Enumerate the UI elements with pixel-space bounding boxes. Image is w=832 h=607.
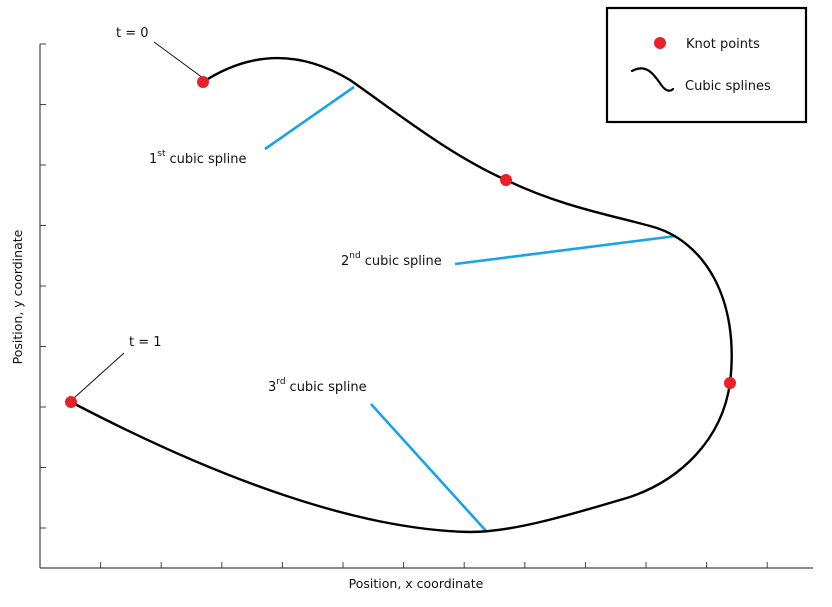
pointer-line-3 (370, 403, 488, 533)
axes (39, 43, 813, 569)
legend: Knot points Cubic splines (605, 6, 808, 124)
spline-label-2-sup: nd (349, 251, 360, 261)
knot-points (65, 76, 736, 408)
legend-curve-label: Cubic splines (685, 79, 771, 94)
cubic-spline-1 (201, 56, 508, 182)
t-start-label: t = 0 (116, 26, 149, 41)
y-ticks (40, 43, 46, 529)
y-axis-title: Position, y coordinate (10, 229, 25, 364)
spline-label-2-text: cubic spline (365, 254, 442, 269)
legend-knot-marker (654, 37, 666, 49)
spline-label-3-num: 3 (268, 380, 276, 395)
spline-label-2: 2nd cubic spline (341, 251, 442, 269)
legend-box (605, 6, 808, 124)
knot-point-3 (724, 377, 736, 389)
cubic-spline-3 (69, 381, 732, 534)
cubic-splines (69, 56, 733, 534)
t-end-label: t = 1 (129, 335, 162, 350)
spline-label-3-sup: rd (276, 377, 285, 387)
x-ticks (39, 562, 768, 568)
knot-point-end (65, 396, 77, 408)
spline-label-2-num: 2 (341, 254, 349, 269)
legend-knot-label: Knot points (686, 37, 760, 52)
spline-label-1-sup: st (157, 149, 166, 159)
pointer-line-2 (454, 234, 677, 266)
pointer-line-1 (264, 85, 355, 151)
knot-point-2 (500, 174, 512, 186)
spline-label-3: 3rd cubic spline (268, 377, 367, 395)
knot-point-start (197, 76, 209, 88)
spline-pointers (264, 85, 677, 533)
x-axis-title: Position, x coordinate (349, 576, 484, 591)
t-start-leader (153, 41, 204, 79)
legend-curve-marker (630, 67, 675, 92)
spline-label-1-num: 1 (149, 152, 157, 167)
spline-label-1: 1st cubic spline (149, 149, 247, 167)
spline-label-1-text: cubic spline (170, 152, 247, 167)
cubic-spline-2 (504, 178, 733, 385)
spline-label-3-text: cubic spline (290, 380, 367, 395)
t-end-leader (73, 352, 125, 399)
